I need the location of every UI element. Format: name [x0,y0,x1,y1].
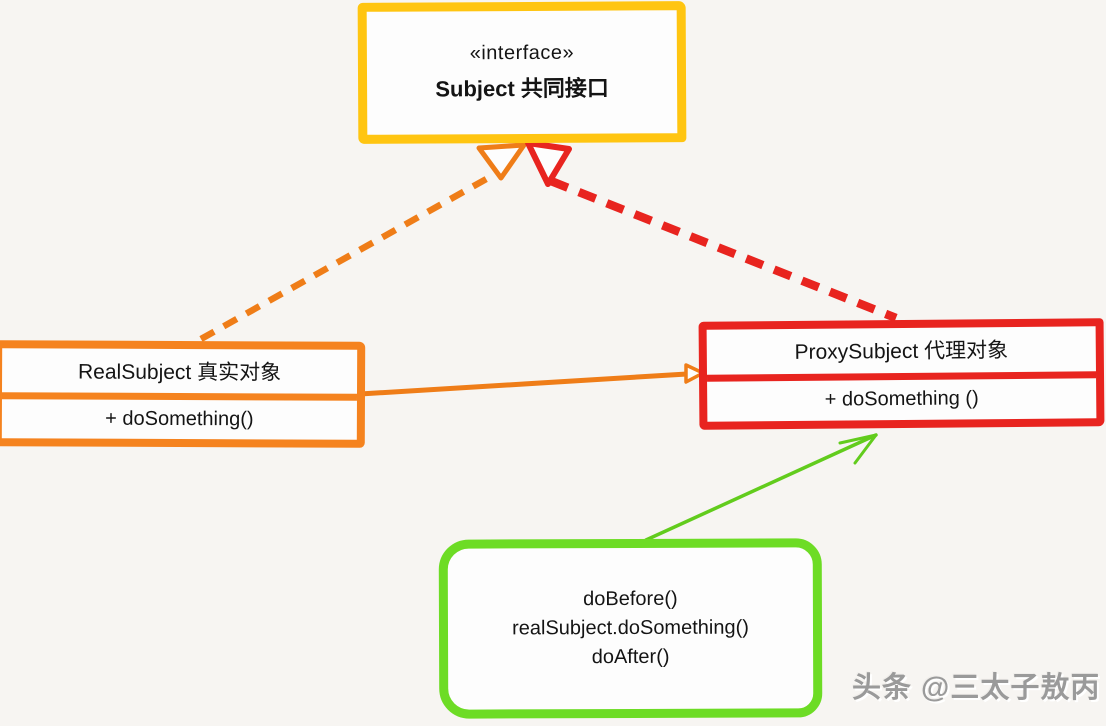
realization-proxysubject-triangle-icon [525,140,572,187]
proxysubject-box: ProxySubject 代理对象 + doSomething () [698,318,1105,430]
realization-proxysubject-line [549,177,898,322]
interface-subject-box: «interface» Subject 共同接口 [357,1,687,144]
association-arrow [357,363,705,397]
note-line-doafter: doAfter() [591,645,670,669]
realization-realsubject-triangle-icon [476,142,527,181]
note-arrowhead-icon [838,433,878,465]
interface-title-label: Subject 共同接口 [435,75,609,102]
proxysubject-method-label: + doSomething () [706,371,1097,422]
association-line [357,371,690,397]
realsubject-title-label: RealSubject 真实对象 [77,360,282,385]
watermark-label: 头条 @三太子敖丙 [852,672,1101,704]
proxysubject-title-label: ProxySubject 代理对象 [794,339,1009,365]
realsubject-method-label: + doSomething() [1,392,358,440]
interface-stereotype-label: «interface» [469,41,575,65]
note-arrow [644,433,878,542]
proxy-note-box: doBefore() realSubject.doSomething() doA… [438,538,823,719]
note-line-realsubject-dosomething: realSubject.doSomething() [512,616,749,640]
realsubject-box: RealSubject 真实对象 + doSomething() [0,340,366,448]
realization-arrow-realsubject [199,142,527,342]
note-line-dobefore: doBefore() [583,587,678,611]
realization-arrow-proxysubject [525,140,898,322]
note-arrow-line [644,433,878,542]
realization-realsubject-line [199,170,499,342]
